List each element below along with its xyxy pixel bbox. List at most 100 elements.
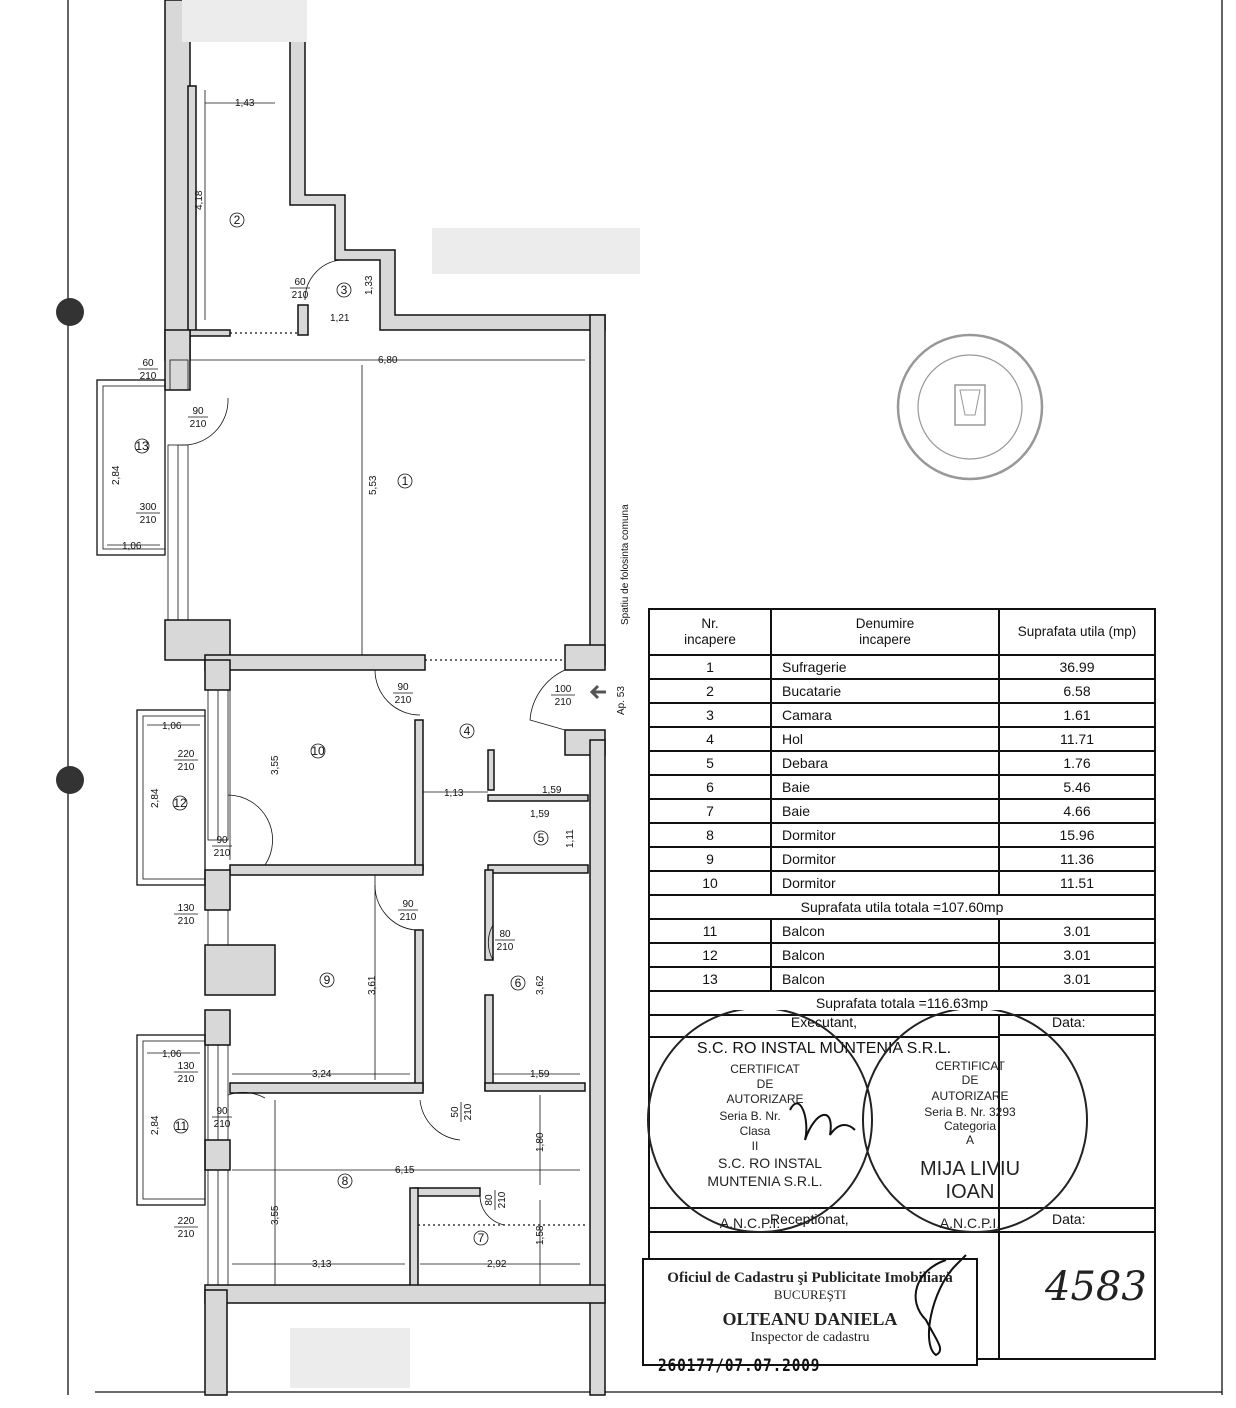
door-height: 210	[190, 419, 207, 430]
door-width: 60	[142, 358, 154, 369]
dimension: 1,21	[330, 313, 350, 324]
room-area-cell: 11.36	[998, 846, 1156, 872]
door-height: 210	[178, 762, 195, 773]
room-name-cell: Dormitor	[770, 846, 1000, 872]
dimension: 2,84	[150, 1115, 161, 1135]
dimension: 1,59	[530, 1069, 550, 1080]
punch-hole	[56, 766, 84, 794]
door-width: 90	[192, 406, 204, 417]
registration-number: 260177/07.07.2009	[658, 1356, 821, 1376]
dimension: 1,06	[122, 541, 142, 552]
inspector-signature	[914, 1254, 967, 1357]
date-label: Data:	[1000, 1014, 1154, 1036]
dimension: 6,80	[378, 355, 398, 366]
dimension: 2,84	[150, 788, 161, 808]
svg-text:II: II	[752, 1139, 759, 1153]
door-width: 80	[499, 929, 511, 940]
door-width: 90	[216, 835, 228, 846]
windows	[167, 359, 229, 1286]
room-number: 9	[324, 973, 331, 987]
subtotal-row: Suprafata utila totala =107.60mp	[648, 894, 1156, 920]
apartment-label: Ap. 53	[616, 686, 627, 715]
redacted-area	[182, 0, 307, 42]
svg-text:MIJA LIVIU: MIJA LIVIU	[920, 1158, 1020, 1180]
room-number-cell: 1	[648, 654, 772, 680]
room-number-cell: 6	[648, 774, 772, 800]
room-number: 4	[464, 724, 471, 738]
door-height: 210	[140, 515, 157, 526]
ocpi-inspector-role: Inspector de cadastru	[750, 1330, 870, 1345]
room-area-cell: 1.61	[998, 702, 1156, 728]
dimension: 1,13	[444, 788, 464, 799]
svg-text:A.N.C.P.I.: A.N.C.P.I.	[720, 1215, 780, 1231]
room-name-cell: Bucatarie	[770, 678, 1000, 704]
room-area-cell: 3.01	[998, 918, 1156, 944]
office-seal	[896, 333, 1044, 481]
room-number: 5	[538, 831, 545, 845]
punch-hole	[56, 298, 84, 326]
dimension: 3,13	[312, 1259, 332, 1270]
signature	[789, 1102, 856, 1141]
room-area-cell: 36.99	[998, 654, 1156, 680]
room-name-cell: Baie	[770, 774, 1000, 800]
room-area-cell: 6.58	[998, 678, 1156, 704]
dimension: 6,15	[395, 1165, 415, 1176]
dimension: 1,06	[162, 1049, 182, 1060]
room-number: 11	[175, 1119, 188, 1133]
room-number-cell: 8	[648, 822, 772, 848]
room-number-cell: 10	[648, 870, 772, 896]
room-number-cell: 9	[648, 846, 772, 872]
room-number: 12	[173, 796, 187, 810]
executant-company: S.C. RO INSTAL MUNTENIA S.R.L.	[696, 1040, 952, 1057]
room-number-cell: 3	[648, 702, 772, 728]
balcony-11	[136, 1034, 206, 1206]
handwritten-number: 4583	[1045, 1264, 1147, 1310]
room-number-cell: 11	[648, 918, 772, 944]
svg-text:S.C. RO INSTAL: S.C. RO INSTAL	[718, 1155, 822, 1171]
svg-text:DE: DE	[962, 1073, 979, 1087]
door-height: 210	[292, 290, 309, 301]
dimension-labels: 1,43 4,18 1,33 1,21 6,80 2,84 1,06 5,53 …	[111, 98, 576, 1270]
dimension: 1,80	[535, 1132, 546, 1152]
dimension: 1,59	[542, 785, 562, 796]
svg-text:CERTIFICAT: CERTIFICAT	[730, 1062, 800, 1076]
room-numbers: 1 2 3 4 5 6 7 8 9 10 11 12 13	[134, 212, 549, 1246]
room-name-cell: Balcon	[770, 942, 1000, 968]
room-area-cell: 5.46	[998, 774, 1156, 800]
door-width: 90	[402, 899, 414, 910]
dimension: 1,58	[535, 1225, 546, 1245]
door-width: 100	[555, 684, 572, 695]
door-height: 210	[555, 697, 572, 708]
door-width: 90	[216, 1106, 228, 1117]
door-width: 50	[450, 1106, 461, 1118]
svg-text:Seria B. Nr.: Seria B. Nr.	[719, 1109, 780, 1123]
redacted-area	[290, 1328, 410, 1388]
room-number: 7	[478, 1231, 485, 1245]
door-height: 210	[395, 695, 412, 706]
svg-text:IOAN: IOAN	[946, 1181, 995, 1203]
room-name-cell: Debara	[770, 750, 1000, 776]
room-number: 8	[342, 1174, 349, 1188]
room-area-cell: 11.51	[998, 870, 1156, 896]
room-number: 1	[402, 474, 409, 488]
room-area-cell: 1.76	[998, 750, 1156, 776]
door-width: 130	[178, 1061, 195, 1072]
svg-text:DE: DE	[757, 1077, 774, 1091]
door-width: 130	[178, 903, 195, 914]
header-name-sub: incapere	[859, 632, 911, 647]
dimension: 5,53	[368, 475, 379, 495]
room-name-cell: Baie	[770, 798, 1000, 824]
door-height: 210	[178, 1074, 195, 1085]
door-height: 210	[497, 942, 514, 953]
